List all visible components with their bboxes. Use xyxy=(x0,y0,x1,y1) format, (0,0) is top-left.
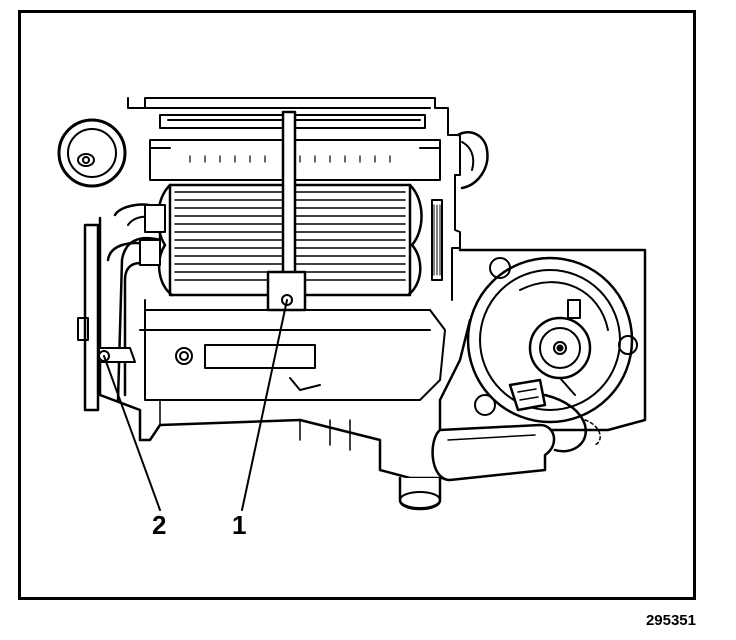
leader-line-1 xyxy=(241,299,288,511)
leader-lines xyxy=(103,299,288,511)
side-vents xyxy=(431,199,443,281)
blower-motor-housing xyxy=(458,248,647,432)
left-hoses xyxy=(77,203,166,412)
motor-connector xyxy=(508,378,601,453)
round-cover xyxy=(57,118,127,188)
upper-housing xyxy=(127,97,461,301)
right-cap xyxy=(456,131,489,190)
drain-tube xyxy=(398,476,442,511)
resistor-module xyxy=(431,423,556,482)
leader-line-2 xyxy=(103,355,161,511)
callout-1: 1 xyxy=(232,510,247,540)
figure-frame xyxy=(18,10,696,600)
vertical-bracket xyxy=(266,110,307,312)
figure-number: 295351 xyxy=(645,612,696,629)
callout-2: 2 xyxy=(152,510,167,540)
